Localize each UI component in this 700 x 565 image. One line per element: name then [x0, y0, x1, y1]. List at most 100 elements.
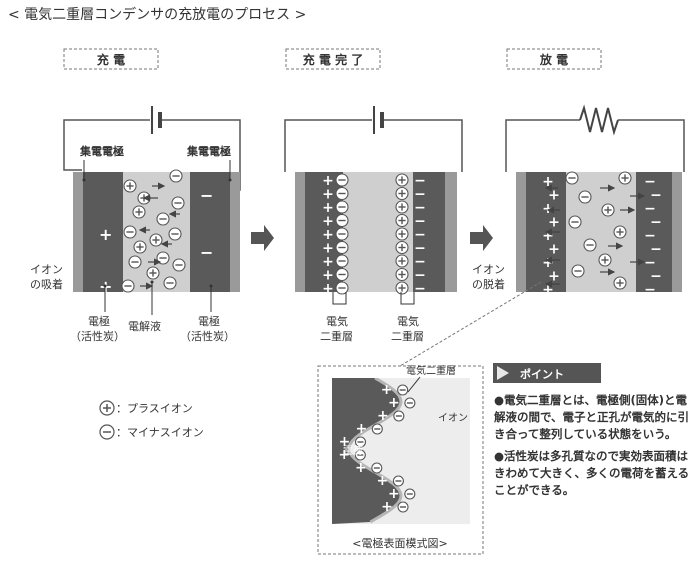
electrode-label-1: 電極	[88, 314, 110, 328]
svg-text:充 電 完 了: 充 電 完 了	[303, 52, 364, 67]
svg-text:ポイント: ポイント	[520, 367, 564, 381]
minus-ion-icon	[123, 225, 137, 239]
plus-ion-icon	[618, 171, 632, 185]
edl-label-2: 二重層	[320, 329, 353, 343]
svg-text:+: +	[338, 447, 350, 463]
svg-text:−: −	[414, 214, 426, 230]
minus-ion-icon	[335, 186, 349, 201]
minus-ion-icon	[171, 196, 185, 210]
ion-adsorb-label-2: の吸着	[30, 277, 63, 291]
svg-text:+: +	[322, 173, 334, 189]
svg-text:−: −	[414, 281, 426, 297]
electrode-right-label-2: （活性炭）	[180, 329, 235, 343]
plus-ion-icon	[149, 233, 163, 247]
svg-text:+: +	[322, 227, 334, 243]
svg-text:+: +	[355, 421, 367, 437]
minus-ion-icon	[335, 227, 349, 241]
svg-text:+: +	[381, 382, 393, 398]
svg-text:−: −	[650, 188, 662, 204]
ion-adsorb-label-1: イオン	[30, 263, 63, 276]
plus-ion-icon	[395, 227, 409, 241]
plus-ion-icon	[395, 173, 409, 187]
electrolyte-label: 電解液	[128, 319, 161, 333]
ion-desorb-label-1: イオン	[472, 263, 505, 276]
plus-ion-icon	[395, 281, 409, 295]
svg-text:+: +	[377, 473, 389, 489]
process-arrow-1	[251, 225, 274, 251]
svg-text:+: +	[542, 282, 554, 298]
plus-ion-icon	[395, 213, 409, 228]
minus-ion-icon	[121, 279, 135, 293]
svg-text:−: −	[414, 173, 426, 189]
svg-text:+: +	[322, 241, 334, 257]
collector-left-label: 集電電極	[79, 144, 124, 158]
svg-text:+: +	[322, 254, 334, 270]
minus-ion-icon	[354, 449, 366, 461]
panel-charge-complete: +−+−+−+−+−+−+−+−+− 電気 二重層 電気 二重層	[284, 106, 463, 343]
svg-text:+: +	[381, 499, 393, 515]
panel-charge: + + − − 集電電極 集電電極 イオン の吸着 電極 （活性炭） 電解液 電…	[30, 106, 241, 343]
electrode-right-label-1: 電極	[198, 314, 220, 328]
svg-text:+: +	[548, 242, 560, 258]
svg-text:−: −	[414, 187, 426, 203]
minus-ion-icon	[335, 240, 349, 255]
plus-ion-icon	[395, 240, 409, 255]
plus-ion-icon	[613, 276, 627, 290]
plus-ion-icon	[133, 240, 147, 254]
minus-ion-icon	[335, 213, 349, 228]
panel-discharge: +−+−+−+−+−+−+−+−+− イオン の脱着	[472, 104, 685, 298]
svg-text:+: +	[548, 215, 560, 231]
triangle-icon	[497, 366, 509, 380]
minus-ion-icon	[404, 397, 416, 409]
svg-text:+: +	[548, 188, 560, 204]
point-header: ポイント	[493, 363, 601, 383]
electrode-right	[190, 172, 230, 292]
minus-ion-icon	[168, 227, 182, 241]
point-paragraph-1: ●電気二重層とは、電極側(固体)と電解液の間で、電子と正孔が電気的に引き合って整…	[494, 393, 690, 441]
plus-ion-icon	[395, 267, 409, 282]
minus-ion-icon	[335, 254, 349, 268]
minus-ion-icon	[371, 423, 383, 435]
inset-ion-label: イオン	[438, 412, 468, 424]
svg-text:+: +	[388, 486, 400, 502]
svg-text:+: +	[377, 408, 389, 424]
minus-ion-icon	[583, 238, 597, 252]
minus-ion-icon	[335, 267, 349, 282]
svg-text:+: +	[322, 200, 334, 216]
minus-ion-icon	[392, 475, 404, 487]
minus-ion-icon	[397, 384, 409, 396]
plus-ion-icon	[601, 203, 615, 217]
svg-text:−: −	[644, 174, 656, 190]
svg-text:+: +	[388, 395, 400, 411]
stage-header-discharge: 放 電	[506, 48, 602, 70]
svg-text:−: −	[650, 269, 662, 285]
svg-text:+: +	[542, 174, 554, 190]
collector-right-label: 集電電極	[186, 144, 231, 158]
plus-ion-icon	[123, 179, 137, 193]
legend: ：プラスイオン ：マイナスイオン	[99, 400, 204, 440]
svg-text:−: −	[644, 282, 656, 298]
inset-caption: <電極表面模式図>	[352, 536, 447, 550]
svg-text:−: −	[644, 201, 656, 217]
collector-right	[230, 172, 240, 292]
svg-text:+: +	[99, 225, 112, 244]
svg-text:−: −	[414, 241, 426, 257]
svg-text:−: −	[414, 200, 426, 216]
svg-text:+: +	[322, 214, 334, 230]
resistor-icon	[579, 104, 619, 136]
process-arrow-2	[470, 225, 493, 251]
svg-text:−: −	[650, 215, 662, 231]
stage-header-charge: 充 電	[63, 48, 159, 70]
point-paragraph-2: ●活性炭は多孔質なので実効表面積はきわめて大きく、多くの電荷を蓄えることができる…	[494, 449, 690, 497]
minus-ion-icon	[578, 190, 592, 204]
electrode-label-2: （活性炭）	[70, 329, 125, 343]
svg-text:+: +	[339, 434, 351, 450]
svg-text:+: +	[322, 268, 334, 284]
inset-charge-label: 電荷	[343, 445, 363, 457]
minus-ion-icon	[128, 255, 142, 269]
minus-ion-icon	[393, 410, 405, 422]
svg-text:+: +	[355, 460, 367, 476]
electrode-left	[83, 172, 123, 292]
svg-text:−: −	[414, 227, 426, 243]
